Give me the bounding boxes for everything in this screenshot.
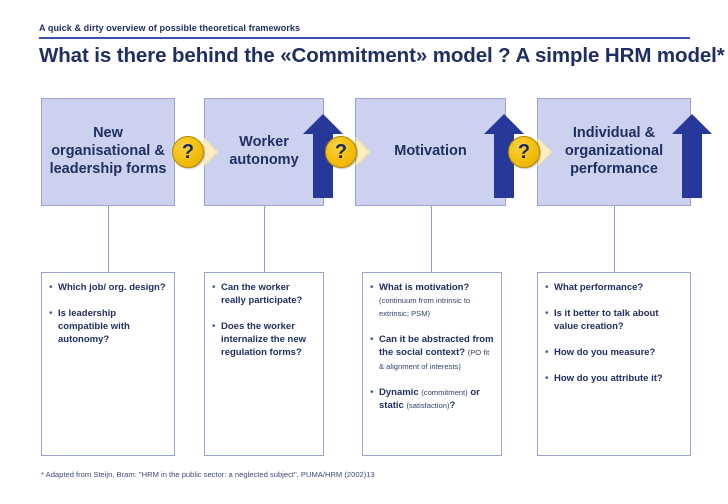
- concept-box-label: Individual & organizational performance: [564, 125, 664, 177]
- bullet-icon: •: [545, 347, 549, 359]
- bullet-text: Does the worker internalize the new regu…: [221, 321, 306, 359]
- question-badge-label: ?: [517, 141, 531, 163]
- question-badge-icon[interactable]: ?: [172, 136, 204, 168]
- connector-line: [264, 206, 265, 272]
- bullet-text: Dynamic (commitment) or static (satisfac…: [379, 386, 494, 412]
- list-item: • How do you measure?: [545, 346, 683, 359]
- bullet-text: Which job/ org. design?: [58, 282, 166, 293]
- page-title: What is there behind the «Commitment» mo…: [39, 44, 728, 67]
- list-item: • Can the worker really participate?: [212, 281, 316, 307]
- bullet-text: What performance?: [554, 282, 644, 293]
- question-badge-label: ?: [181, 141, 195, 163]
- concept-box-label: New organisational & leadership forms: [49, 125, 167, 177]
- list-item: • Which job/ org. design?: [49, 281, 167, 294]
- concept-box-worker-autonomy[interactable]: Worker autonomy: [204, 98, 324, 206]
- bullet-text: What is motivation? (continuum from intri…: [379, 281, 494, 320]
- concept-box-motivation[interactable]: Motivation: [355, 98, 506, 206]
- bullet-icon: •: [545, 282, 549, 293]
- list-item: • Can it be abstracted from the social c…: [370, 333, 494, 372]
- bullet-text: Can the worker really participate?: [221, 282, 303, 307]
- bullet-icon: •: [545, 373, 549, 385]
- bullet-sub-2: (satisfaction): [406, 400, 450, 410]
- bullet-icon: •: [370, 334, 374, 346]
- detail-panel-worker-autonomy: • Can the worker really participate? • D…: [204, 272, 324, 456]
- concept-box-label: Worker autonomy: [229, 134, 299, 168]
- bullet-main-3: ?: [449, 399, 456, 411]
- connector-line: [108, 206, 109, 272]
- slide-eyebrow: A quick & dirty overview of possible the…: [39, 23, 301, 33]
- header-rule: [39, 37, 690, 39]
- list-item: • Is it better to talk about value creat…: [545, 307, 683, 333]
- bullet-text: Can it be abstracted from the social con…: [379, 333, 494, 372]
- footnote: * Adapted from Steijn, Bram: "HRM in the…: [41, 470, 375, 479]
- bullet-main: Can it be abstracted from the social con…: [379, 334, 494, 359]
- concept-box-performance[interactable]: Individual & organizational performance: [537, 98, 691, 206]
- list-item: • What is motivation? (continuum from int…: [370, 281, 494, 320]
- bullet-text: Is leadership compatible with autonomy?: [58, 308, 130, 346]
- bullet-icon: •: [212, 321, 216, 333]
- question-badge-label: ?: [334, 141, 348, 163]
- bullet-text: How do you attribute it?: [554, 373, 663, 385]
- bullet-sub: (commitment): [421, 387, 468, 397]
- bullet-sub: (PO fit & alignment of interests): [379, 348, 490, 371]
- detail-panel-motivation: • What is motivation? (continuum from int…: [362, 272, 502, 456]
- question-badge-icon[interactable]: ?: [508, 136, 540, 168]
- concept-box-new-organisational-forms[interactable]: New organisational & leadership forms: [41, 98, 175, 206]
- connector-line: [431, 206, 432, 272]
- bullet-icon: •: [370, 282, 374, 293]
- question-badge-icon[interactable]: ?: [325, 136, 357, 168]
- bullet-icon: •: [49, 308, 53, 320]
- list-item: • What performance?: [545, 281, 683, 294]
- concept-box-label: Motivation: [394, 143, 467, 160]
- bullet-icon: •: [545, 308, 549, 320]
- bullet-icon: •: [49, 282, 53, 293]
- detail-panel-organisational-forms: • Which job/ org. design? • Is leadershi…: [41, 272, 175, 456]
- bullet-text: How do you measure?: [554, 347, 656, 359]
- bullet-main-2: or static: [379, 386, 480, 411]
- detail-panel-performance: • What performance? • Is it better to ta…: [537, 272, 691, 456]
- bullet-main: What is motivation?: [379, 282, 470, 293]
- bullet-text: Is it better to talk about value creatio…: [554, 308, 659, 333]
- list-item: • Does the worker internalize the new re…: [212, 320, 316, 359]
- bullet-main: Dynamic: [379, 386, 419, 398]
- list-item: • Dynamic (commitment) or static (satisf…: [370, 386, 494, 412]
- bullet-sub: (continuum from intrinsic to extrinsic; …: [379, 296, 471, 319]
- list-item: • How do you attribute it?: [545, 372, 683, 385]
- bullet-icon: •: [212, 282, 216, 293]
- list-item: • Is leadership compatible with autonomy…: [49, 307, 167, 346]
- connector-line: [614, 206, 615, 272]
- bullet-icon: •: [370, 386, 374, 398]
